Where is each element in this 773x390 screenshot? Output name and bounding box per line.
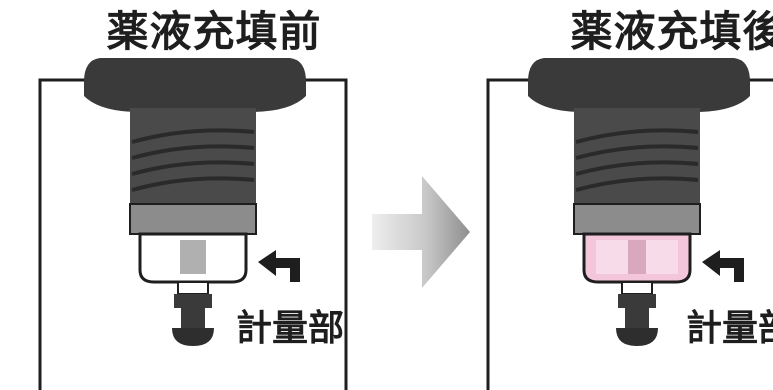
chamber-content-empty — [180, 240, 206, 274]
pointer-arrow-before — [258, 250, 300, 282]
chamber-center-rod — [628, 240, 646, 274]
gray-band — [129, 203, 257, 235]
panel-before: 計量部 — [38, 58, 348, 390]
threaded-body — [130, 108, 256, 204]
plunger-tip — [172, 328, 214, 346]
plunger-ring — [618, 294, 656, 308]
thread-lines — [131, 128, 255, 192]
plunger-neck — [177, 281, 209, 295]
pen-cap-dome — [84, 58, 306, 112]
plunger-ring — [174, 294, 212, 308]
panel-title-after: 薬液充填後 — [570, 7, 773, 56]
plunger-tip — [616, 328, 658, 346]
threaded-body — [574, 108, 700, 204]
metering-label-after: 計量部 — [686, 308, 773, 349]
panel-after: 計量部 — [486, 58, 773, 390]
metering-label-before: 計量部 — [236, 308, 344, 349]
panel-title-before: 薬液充填前 — [106, 7, 322, 56]
plunger-stem — [181, 308, 205, 328]
plunger-neck — [621, 281, 653, 295]
pen-cap-dome — [528, 58, 750, 112]
gray-band — [573, 203, 701, 235]
chamber-content-filled-left — [596, 240, 632, 274]
plunger-stem — [625, 308, 649, 328]
chamber-content-filled-right — [642, 240, 678, 274]
arrow-right-icon — [372, 176, 470, 288]
pointer-arrow-after — [702, 250, 744, 282]
thread-lines — [575, 128, 699, 192]
transition-arrow — [372, 176, 470, 288]
